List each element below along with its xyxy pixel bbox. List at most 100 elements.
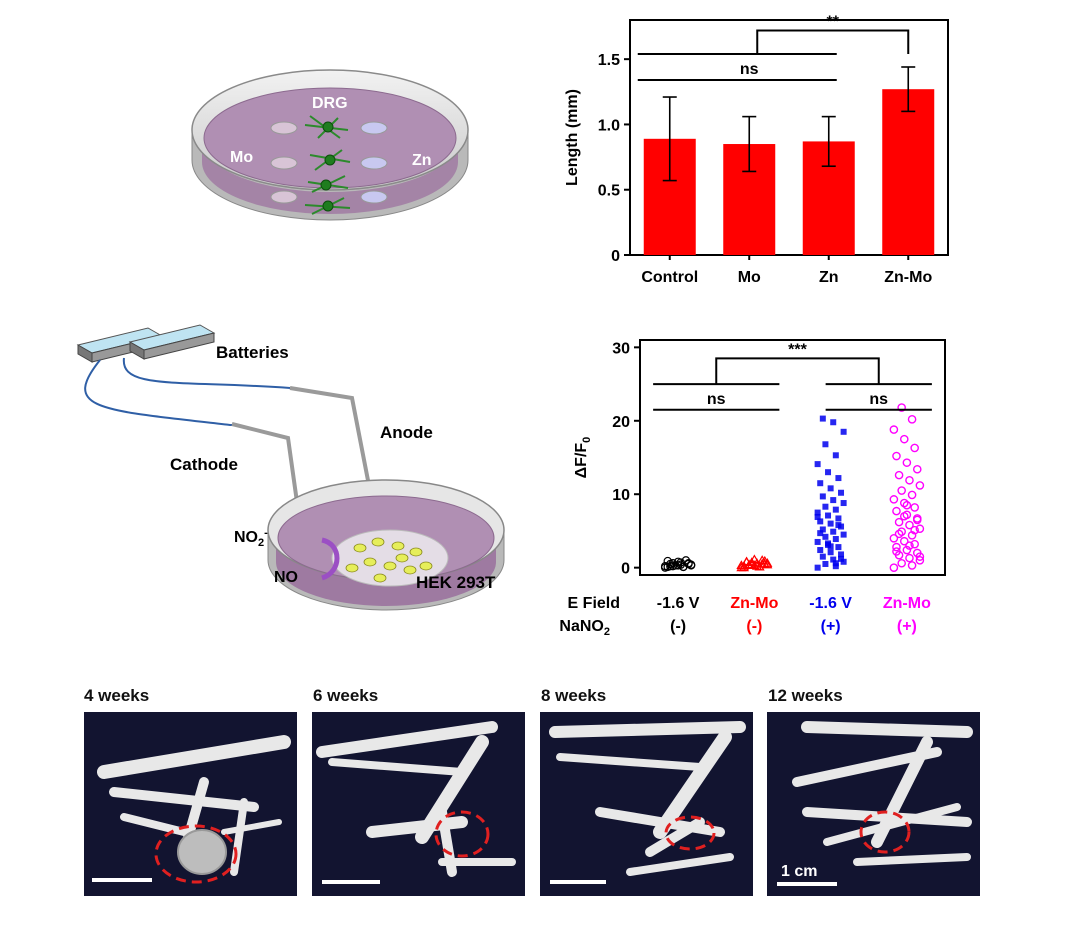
scatter-point: [819, 415, 826, 422]
nano2-row-label: NaNO2: [560, 618, 610, 638]
sig-label: ns: [740, 61, 759, 78]
hek-cells: [345, 537, 433, 583]
scatter-point: [819, 493, 826, 500]
efield-row-label: E Field: [568, 595, 620, 612]
label-8-weeks: 8 weeks: [541, 686, 607, 705]
scatter-point: [838, 551, 845, 558]
efield-label: -1.6 V: [809, 595, 852, 612]
scatter-point: [663, 562, 672, 572]
scatter-point: [822, 560, 829, 567]
scatter-point: [663, 556, 672, 566]
ct-image-12-weeks: 1 cm: [767, 712, 980, 896]
scatter-point: [822, 503, 829, 510]
scatter-point: [830, 556, 837, 563]
scatter-point: [897, 486, 906, 495]
efield-label: -1.6 V: [657, 595, 700, 612]
scatter-point: [915, 481, 925, 490]
scatter-point: [894, 529, 904, 539]
scatter-point: [830, 419, 837, 426]
scatter-point: [889, 563, 899, 572]
scatter-point: [817, 480, 824, 487]
bar-category-label: Control: [641, 269, 698, 286]
scatter-point: [684, 559, 693, 569]
nano2-sub: 2: [604, 626, 610, 638]
label-12-weeks: 12 weeks: [768, 686, 843, 705]
scatter-point: [822, 441, 829, 448]
nano2-label: (+): [897, 618, 917, 635]
bar-category-label: Zn: [819, 269, 839, 286]
zn-label: Zn: [412, 152, 432, 169]
sig-label: ***: [788, 341, 807, 358]
cathode-label: Cathode: [170, 455, 238, 474]
scale-bar: [777, 882, 837, 886]
scatter-point: [907, 415, 917, 424]
sig-label: ns: [707, 391, 726, 408]
scatter-point: [840, 428, 847, 435]
ct-image-8-weeks: [540, 712, 753, 896]
scatter-point: [819, 553, 826, 560]
scatter-point: [825, 512, 832, 519]
scatter-point: [894, 470, 904, 480]
scatter-point: [899, 498, 909, 508]
scatter-point: [817, 547, 824, 554]
scatter-point: [832, 506, 839, 513]
scatter-point: [749, 560, 760, 570]
scatter-point: [905, 553, 914, 563]
scatter-point: [827, 549, 834, 556]
scatter-point: [840, 531, 847, 538]
sig-bracket: [756, 29, 910, 54]
scatter-point: [819, 526, 826, 533]
scatter-point: [741, 556, 752, 566]
battery-icon: [76, 324, 216, 363]
label-6-weeks: 6 weeks: [313, 686, 379, 705]
panel-c-setup-schematic: Batteries Anode Cathode NO2-: [76, 324, 505, 611]
bar-y-tick-label: 1.0: [598, 117, 620, 134]
scatter-point: [910, 525, 919, 535]
scatter-point: [840, 500, 847, 507]
scatter-point: [757, 555, 768, 564]
y-axis-sub: 0: [581, 437, 593, 443]
scale-bar: [92, 878, 152, 882]
scatter-point: [892, 451, 901, 461]
efield-label: Zn-Mo: [730, 595, 778, 612]
bar-y-tick-label: 1.5: [598, 52, 620, 69]
scatter-point: [889, 425, 899, 434]
bar-category-label: Zn-Mo: [884, 269, 932, 286]
scatter-point: [907, 561, 917, 570]
scatter-point: [830, 497, 837, 504]
scatter-point: [915, 552, 925, 561]
scatter-point: [832, 536, 839, 543]
sig-bracket: [715, 357, 880, 385]
bar-plot-frame: [629, 19, 949, 256]
scatter-point: [892, 506, 901, 516]
scatter-point: [902, 500, 912, 510]
scatter-point: [910, 443, 919, 453]
scatter-point: [889, 495, 899, 504]
scatter-y-axis-title: ΔF/F0: [573, 437, 593, 479]
scatter-point: [673, 561, 683, 570]
scatter-point: [838, 489, 845, 496]
efield-label: Zn-Mo: [883, 595, 931, 612]
scatter-point: [892, 547, 901, 556]
hek-label: HEK 293T: [416, 573, 496, 592]
bar-y-axis-title: Length (mm): [564, 89, 581, 186]
batteries-label: Batteries: [216, 343, 289, 362]
scatter-point: [897, 403, 906, 412]
scatter-point: [894, 517, 904, 527]
scatter-point: [912, 464, 922, 474]
scatter-point: [907, 490, 917, 500]
scatter-point: [907, 531, 917, 540]
scatter-point: [817, 518, 824, 525]
bar-category-label: Mo: [738, 269, 761, 286]
scatter-point: [835, 475, 842, 482]
nano2-label: (+): [821, 618, 841, 635]
scatter-point: [910, 503, 919, 512]
nano2-main: NaNO: [560, 618, 604, 635]
scatter-point: [825, 540, 832, 547]
scatter-point: [912, 515, 922, 525]
bar-y-tick-label: 0.5: [598, 183, 620, 200]
scatter-point: [838, 555, 845, 562]
scatter-point: [897, 527, 906, 536]
